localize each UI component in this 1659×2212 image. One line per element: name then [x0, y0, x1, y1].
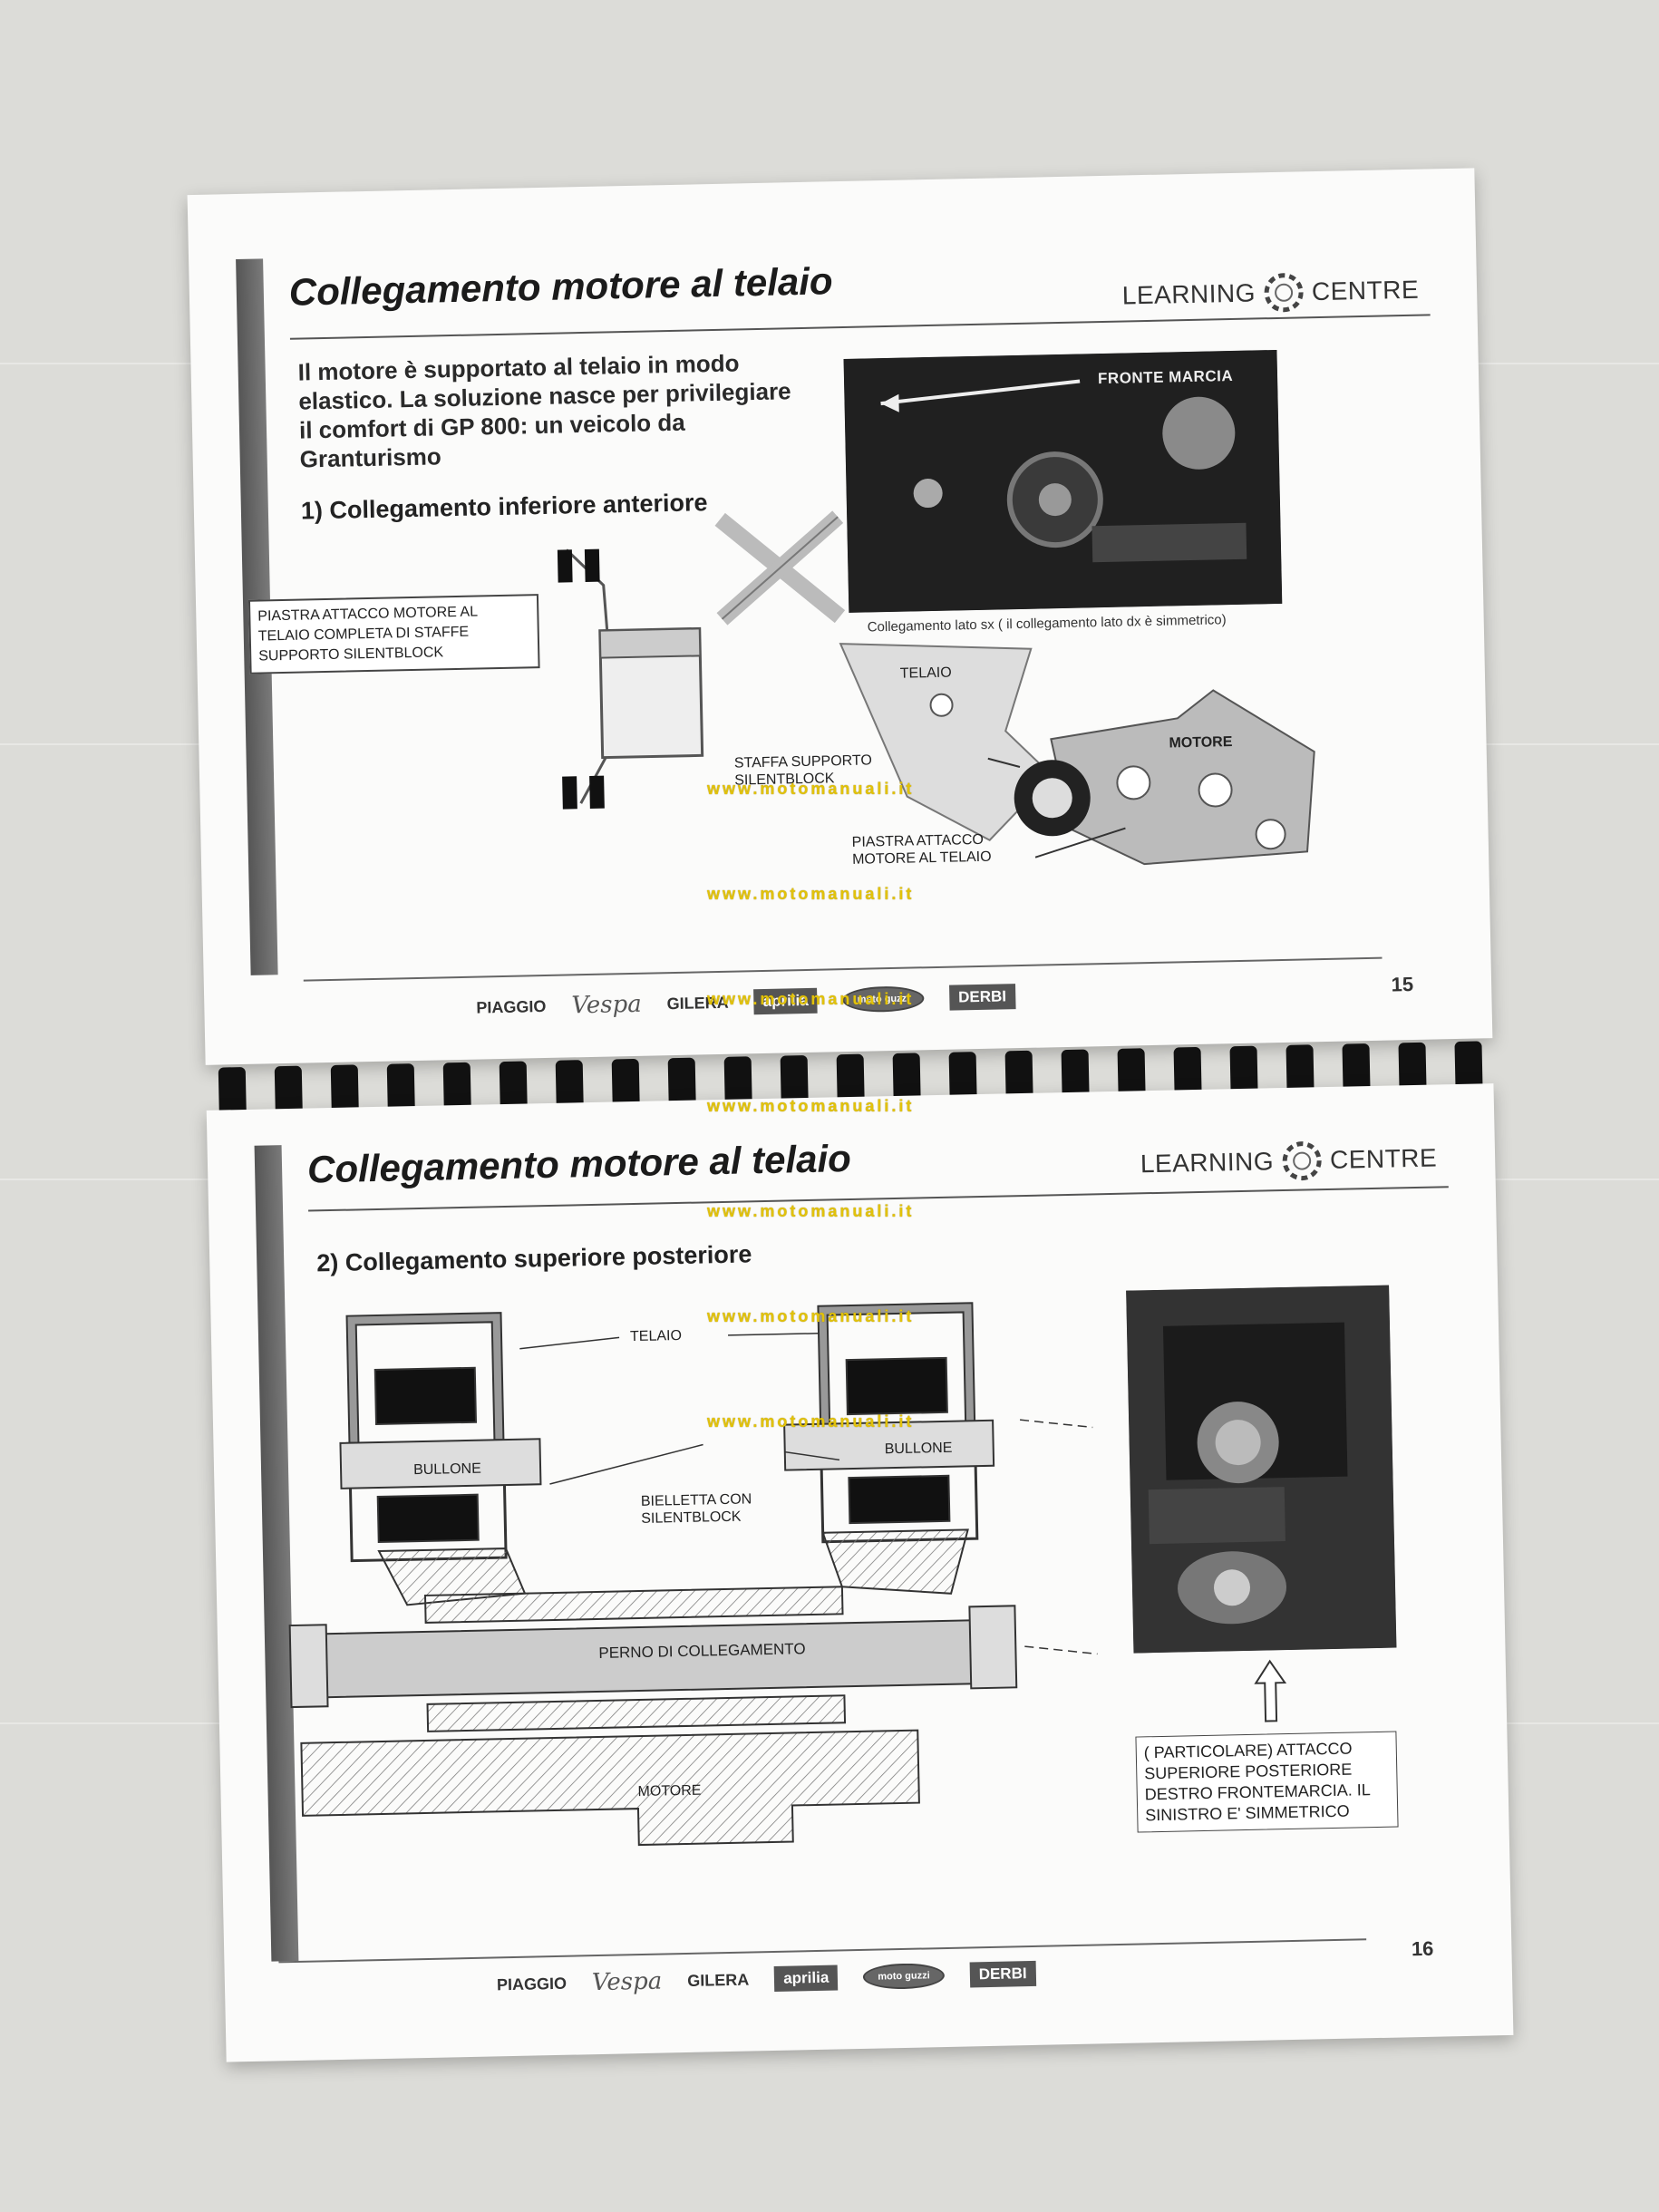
brand-derbi: DERBI [969, 1960, 1036, 1988]
label-motore: MOTORE [1169, 734, 1233, 752]
mount-plate-drawing [557, 548, 704, 810]
spiral-ring [1342, 1043, 1371, 1093]
spiral-ring [499, 1061, 528, 1111]
label-piastra-text: PIASTRA ATTACCO MOTORE AL TELAIO [851, 831, 992, 868]
brand-aprilia: aprilia [773, 1965, 839, 1992]
detail-photo [1126, 1285, 1397, 1654]
booklet: Collegamento motore al telaio LEARNING C… [187, 168, 1514, 2062]
spiral-ring [1117, 1048, 1146, 1098]
page-title: Collegamento motore al telaio [306, 1136, 852, 1191]
brand-piaggio: PIAGGIO [476, 996, 547, 1017]
spiral-ring [1398, 1042, 1427, 1092]
engine-photo: FRONTE MARCIA [843, 349, 1283, 613]
page-number: 16 [1411, 1936, 1434, 1961]
spiral-ring [442, 1062, 471, 1112]
spiral-ring [386, 1063, 415, 1113]
spiral-ring [948, 1052, 977, 1101]
spiral-binding [218, 1041, 1483, 1117]
spiral-ring [836, 1053, 865, 1104]
spiral-ring [218, 1067, 247, 1117]
plate-box-label: PIASTRA ATTACCO MOTORE AL TELAIO COMPLET… [247, 594, 540, 674]
spiral-ring [723, 1056, 752, 1106]
page-number: 15 [1391, 972, 1414, 996]
spiral-ring [1173, 1047, 1202, 1097]
learning-centre-logo: LEARNING CENTRE [1121, 267, 1419, 319]
watermark-text: www.motomanuali.it [707, 780, 915, 798]
spiral-ring [611, 1058, 640, 1109]
spiral-ring [892, 1053, 921, 1102]
section-heading: 1) Collegamento inferiore anteriore [300, 489, 708, 525]
brand-moto-guzzi: moto guzzi [863, 1963, 946, 1990]
spiral-ring [780, 1055, 809, 1105]
watermark-text: www.motomanuali.it [707, 1202, 915, 1220]
logo-text-left: LEARNING [1121, 278, 1256, 310]
spiral-ring [1004, 1050, 1033, 1101]
label-telaio: TELAIO [629, 1327, 683, 1345]
gear-icon [1264, 273, 1304, 313]
label-telaio: TELAIO [899, 665, 952, 682]
header-rule [289, 314, 1431, 340]
label-bullone-left: BULLONE [412, 1460, 481, 1479]
brand-derbi: DERBI [948, 984, 1016, 1011]
page-16: Collegamento motore al telaio LEARNING C… [206, 1083, 1514, 2062]
page-15: Collegamento motore al telaio LEARNING C… [187, 168, 1493, 1065]
label-piastra: PIASTRA ATTACCO MOTORE AL TELAIO [852, 830, 1025, 868]
photo-label-direction: FRONTE MARCIA [1097, 366, 1234, 388]
intro-text: Il motore è supportato al telaio in modo… [297, 349, 791, 473]
brand-piaggio: PIAGGIO [496, 1974, 568, 1994]
page-title: Collegamento motore al telaio [288, 259, 833, 314]
watermark-text: www.motomanuali.it [707, 885, 915, 903]
cross-arrows-icon [714, 510, 846, 626]
watermark-text: www.motomanuali.it [707, 1097, 915, 1115]
spiral-ring [1061, 1049, 1090, 1099]
label-bielletta: BIELLETTA CON SILENTBLOCK [641, 1490, 769, 1528]
learning-centre-logo: LEARNING CENTRE [1140, 1135, 1437, 1187]
brand-vespa: Vespa [591, 1967, 663, 1997]
brand-logos-row: PIAGGIO Vespa GILERA aprilia moto guzzi … [497, 1960, 1036, 1998]
spiral-ring [667, 1057, 696, 1108]
spiral-ring [1285, 1044, 1315, 1094]
footer-rule [278, 1938, 1367, 1964]
gear-icon [1282, 1141, 1322, 1181]
watermark-text: www.motomanuali.it [707, 1412, 915, 1431]
spiral-ring [555, 1060, 584, 1110]
label-bielletta-text: BIELLETTA CON SILENTBLOCK [640, 1491, 752, 1527]
label-motore: MOTORE [637, 1782, 702, 1800]
logo-text-right: CENTRE [1329, 1143, 1438, 1174]
footer-rule [303, 956, 1382, 982]
arrow-up-icon [1254, 1659, 1287, 1722]
logo-text-right: CENTRE [1311, 275, 1420, 306]
cross-section-drawing [288, 1302, 1098, 1847]
spiral-ring [274, 1065, 303, 1116]
spiral-ring [330, 1064, 359, 1114]
watermark-text: www.motomanuali.it [707, 1307, 915, 1325]
brand-gilera: GILERA [687, 1970, 750, 1990]
spiral-ring [1229, 1045, 1258, 1096]
detail-photo-illustration [1126, 1285, 1397, 1654]
logo-text-left: LEARNING [1140, 1147, 1275, 1179]
watermark-text: www.motomanuali.it [707, 990, 915, 1008]
section-heading: 2) Collegamento superiore posteriore [315, 1240, 752, 1277]
spiral-ring [1454, 1041, 1483, 1091]
detail-box-label: ( PARTICOLARE) ATTACCO SUPERIORE POSTERI… [1135, 1731, 1399, 1833]
label-bullone-right: BULLONE [884, 1440, 953, 1458]
brand-vespa: Vespa [571, 990, 642, 1020]
bracket-drawing [839, 643, 1315, 866]
photo-illustration [843, 349, 1283, 613]
